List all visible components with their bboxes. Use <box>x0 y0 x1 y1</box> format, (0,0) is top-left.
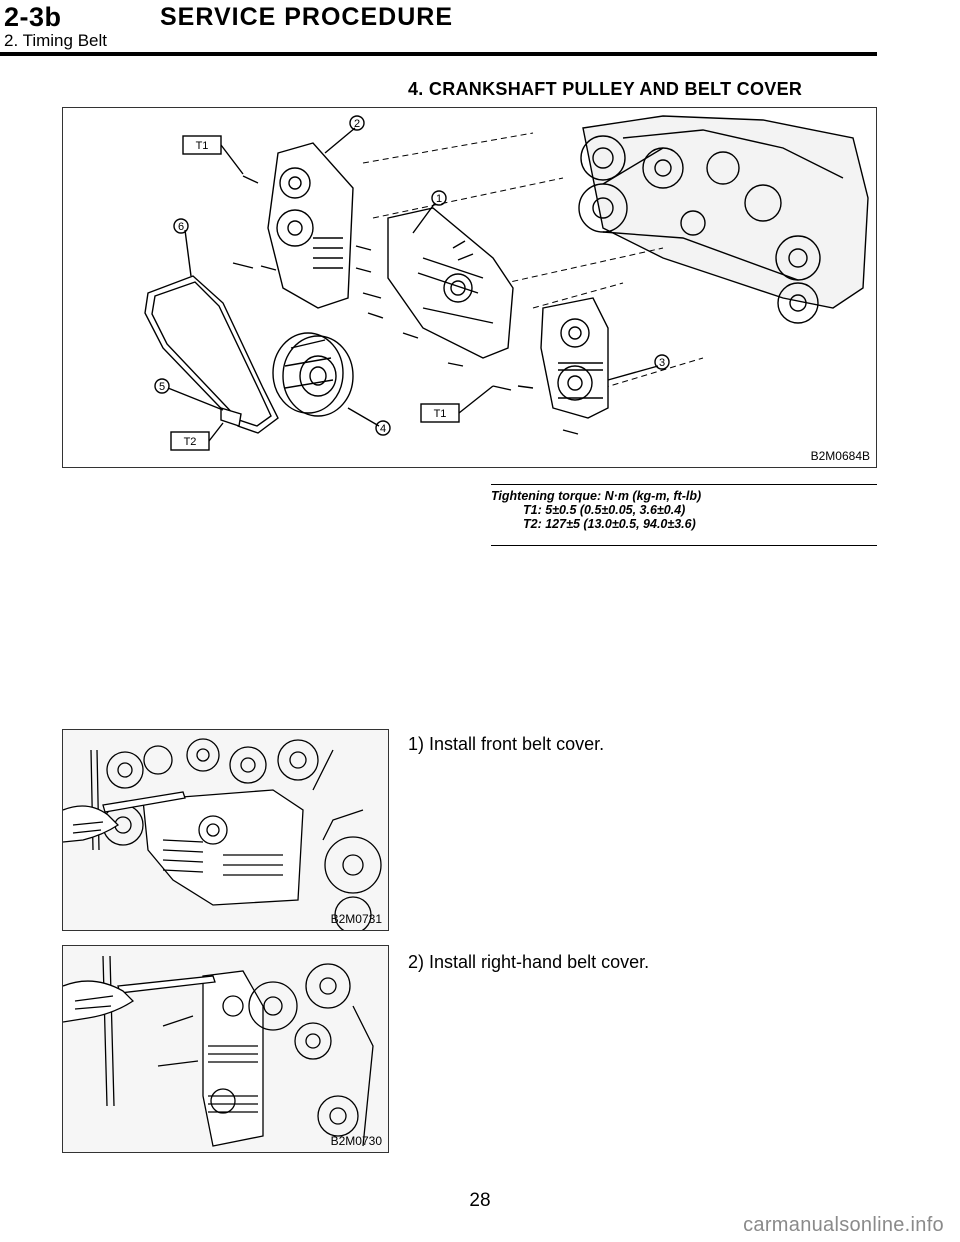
step2-figure-code: B2M0730 <box>330 1134 382 1148</box>
step1-figure-code: B2M0731 <box>330 912 382 926</box>
torque-tag-t1-lower: T1 <box>434 408 447 420</box>
callout-5: 5 <box>159 381 165 393</box>
torque-tag-t2: T2 <box>184 436 197 448</box>
front-cover-drawing <box>63 730 388 930</box>
callout-1: 1 <box>436 193 442 205</box>
callout-6: 6 <box>178 221 184 233</box>
torque-t1: T1: 5±0.5 (0.5±0.05, 3.6±0.4) <box>523 503 686 517</box>
procedure-heading: 4. CRANKSHAFT PULLEY AND BELT COVER <box>408 79 803 99</box>
exploded-view-figure: T1 T1 T2 1 2 3 4 5 6 B2M0684B <box>62 107 877 468</box>
torque-tag-t1-upper: T1 <box>196 140 209 152</box>
watermark: carmanualsonline.info <box>743 1214 944 1236</box>
header-rule <box>0 52 877 56</box>
torque-t2: T2: 127±5 (13.0±0.5, 94.0±3.6) <box>523 517 696 531</box>
page-number: 28 <box>469 1190 491 1211</box>
callout-2: 2 <box>354 118 360 130</box>
exploded-view-drawing: T1 T1 T2 1 2 3 4 5 6 <box>144 115 869 451</box>
figure-code: B2M0684B <box>810 449 870 463</box>
right-cover-figure: B2M0730 <box>62 945 389 1153</box>
right-cover-drawing <box>63 946 388 1152</box>
callout-3: 3 <box>659 357 665 369</box>
torque-spec-box: Tightening torque: N·m (kg-m, ft-lb) T1:… <box>491 484 877 546</box>
section-title: SERVICE PROCEDURE <box>160 3 453 31</box>
step-1-text: 1) Install front belt cover. <box>408 734 605 754</box>
section-number: 2-3b <box>4 2 62 32</box>
front-cover-figure: B2M0731 <box>62 729 389 931</box>
callout-4: 4 <box>380 423 386 435</box>
subsection-title: 2. Timing Belt <box>4 31 107 50</box>
step-2-text: 2) Install right-hand belt cover. <box>408 952 650 972</box>
torque-title: Tightening torque: N·m (kg-m, ft-lb) <box>491 489 702 503</box>
